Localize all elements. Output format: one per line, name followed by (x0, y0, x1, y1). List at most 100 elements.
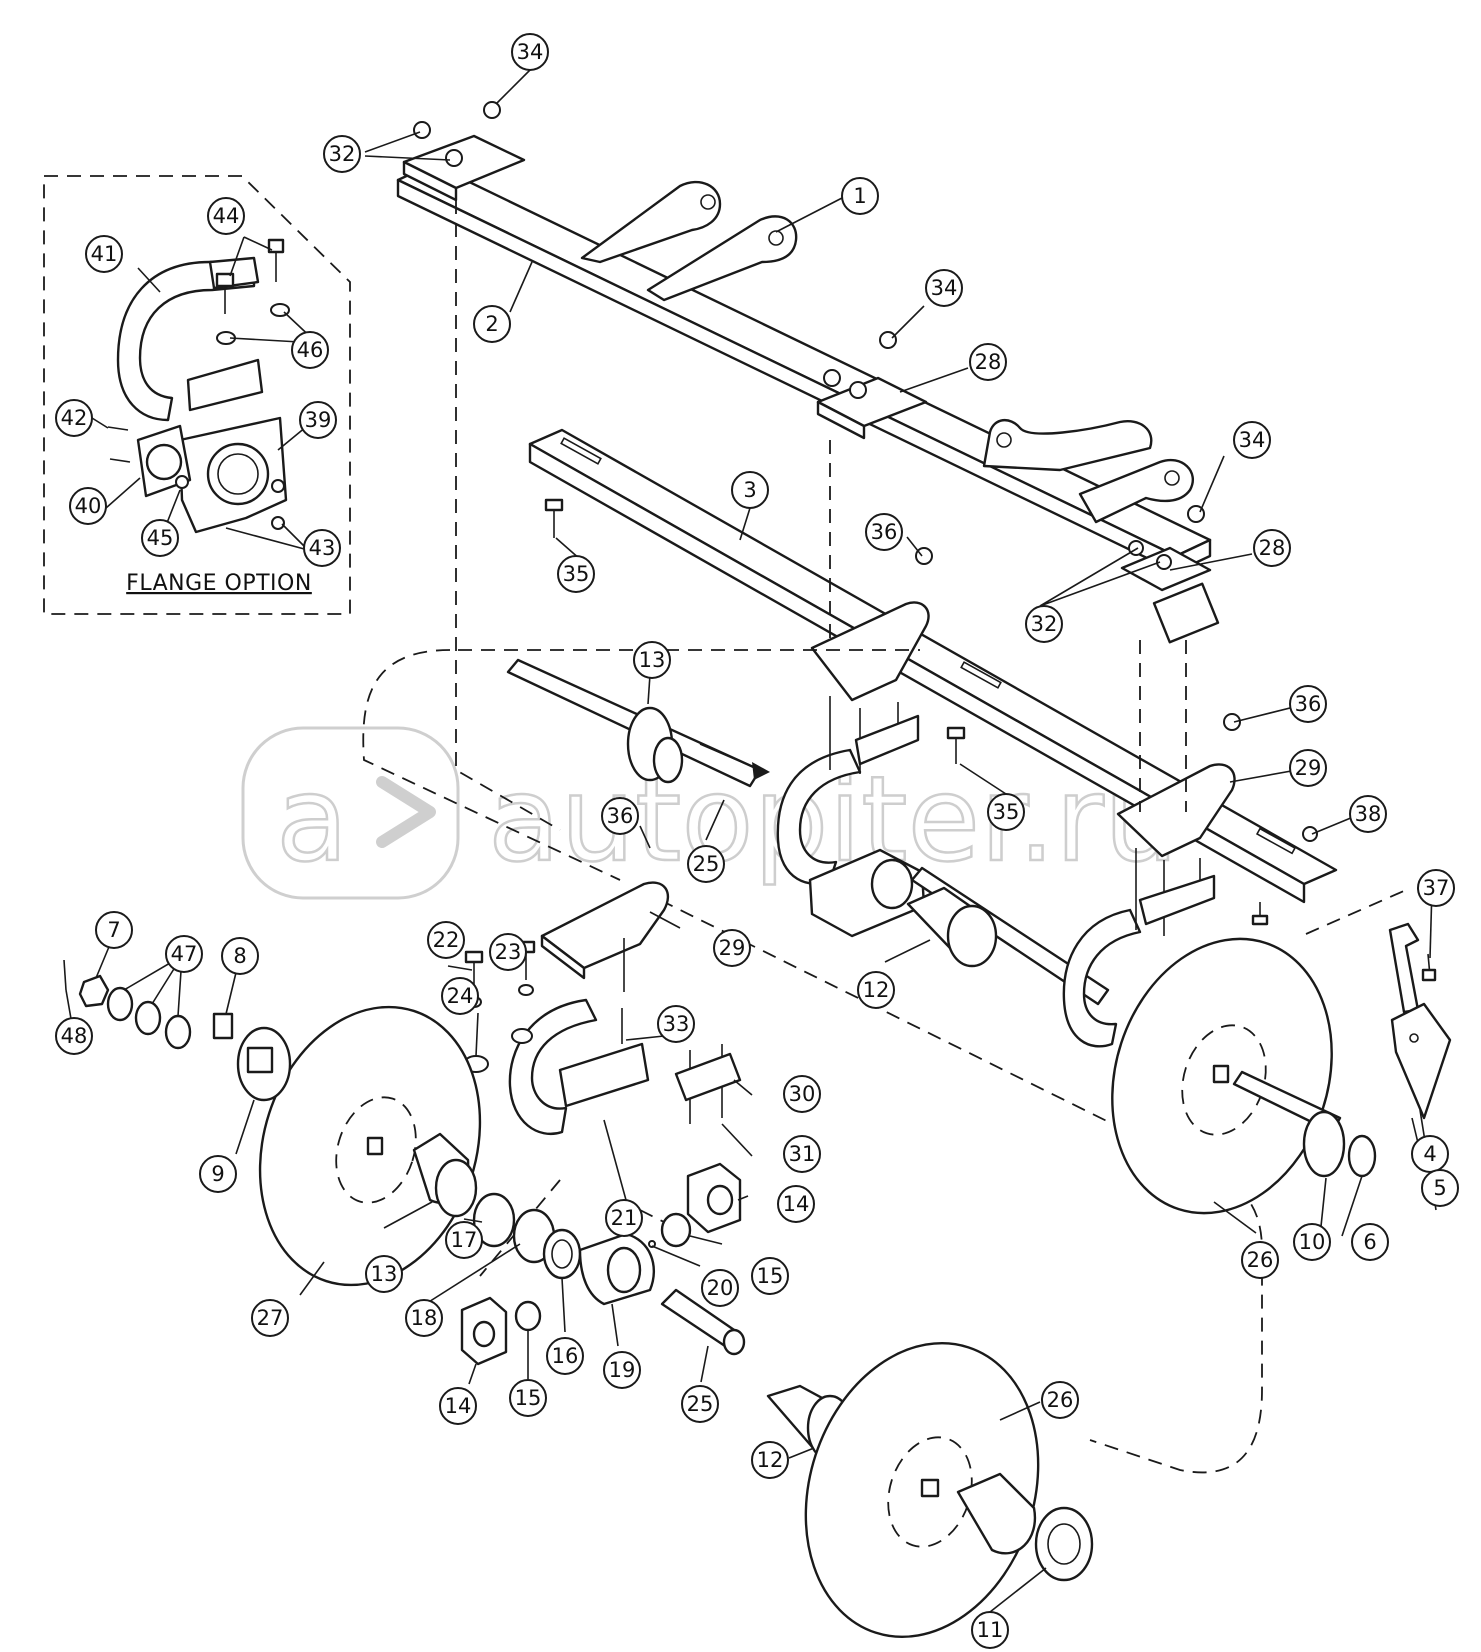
callout-27: 27 (251, 1299, 289, 1337)
callout-32-top: 32 (323, 135, 361, 173)
upper-shaft-assembly (506, 658, 1110, 1006)
callout-21: 21 (605, 1199, 643, 1237)
callout-43: 43 (303, 529, 341, 567)
svg-text:20: 20 (707, 1276, 734, 1300)
svg-text:34: 34 (1239, 428, 1266, 452)
right-disc-assembly (1062, 848, 1377, 1215)
svg-text:24: 24 (447, 984, 474, 1008)
svg-text:39: 39 (305, 408, 332, 432)
u-bolt-clamp-right (1062, 908, 1142, 1048)
bearing-16 (542, 1228, 582, 1280)
svg-text:11: 11 (977, 1618, 1004, 1642)
scraper-arm (1388, 922, 1420, 1014)
svg-text:29: 29 (1295, 756, 1322, 780)
callout-33: 33 (657, 1005, 695, 1043)
svg-text:30: 30 (789, 1082, 816, 1106)
svg-text:19: 19 (609, 1358, 636, 1382)
callout-22: 22 (427, 921, 465, 959)
callout-20: 20 (701, 1269, 739, 1307)
flange-option-label: FLANGE OPTION (126, 571, 312, 596)
callout-9: 9 (199, 1155, 237, 1193)
svg-text:12: 12 (757, 1448, 784, 1472)
callout-25-upper: 25 (687, 845, 725, 883)
svg-text:26: 26 (1247, 1248, 1274, 1272)
callout-17: 17 (445, 1221, 483, 1259)
callout-48: 48 (55, 1017, 93, 1055)
svg-text:13: 13 (639, 648, 666, 672)
svg-text:1: 1 (853, 184, 866, 208)
callout-5: 5 (1421, 1169, 1459, 1207)
svg-text:3: 3 (743, 478, 756, 502)
scraper-assembly (1388, 922, 1452, 1120)
callout-8: 8 (221, 937, 259, 975)
callout-15-upper: 15 (751, 1257, 789, 1295)
callout-19: 19 (603, 1351, 641, 1389)
callout-16: 16 (546, 1337, 584, 1375)
svg-text:36: 36 (1295, 692, 1322, 716)
callout-36-upper: 36 (865, 513, 903, 551)
callout-13-upper: 13 (633, 641, 671, 679)
svg-text:18: 18 (411, 1306, 438, 1330)
svg-text:2: 2 (485, 312, 498, 336)
callout-28-middle: 28 (969, 343, 1007, 381)
svg-text:10: 10 (1299, 1230, 1326, 1254)
callout-35-right: 35 (987, 793, 1025, 831)
callout-3: 3 (731, 471, 769, 509)
bracket-29-upper (810, 601, 930, 702)
callout-34-right: 34 (1233, 421, 1271, 459)
callout-29-lower: 29 (713, 929, 751, 967)
callout-41: 41 (85, 235, 123, 273)
callout-44: 44 (207, 197, 245, 235)
callout-26-bottom: 26 (1041, 1381, 1079, 1419)
callout-10: 10 (1293, 1223, 1331, 1261)
callout-38: 38 (1349, 795, 1387, 833)
svg-text:46: 46 (297, 338, 324, 362)
callout-15-lower: 15 (509, 1379, 547, 1417)
svg-text:34: 34 (517, 40, 544, 64)
hitch-arm-left (580, 180, 722, 264)
callout-37: 37 (1417, 869, 1455, 907)
svg-text:35: 35 (563, 562, 590, 586)
bushing-15-upper (660, 1212, 692, 1248)
callout-34-top: 34 (511, 33, 549, 71)
callout-12-lower: 12 (751, 1441, 789, 1479)
svg-text:29: 29 (719, 936, 746, 960)
svg-text:12: 12 (863, 978, 890, 1002)
svg-text:15: 15 (757, 1264, 784, 1288)
svg-text:48: 48 (61, 1024, 88, 1048)
square-washer-8 (212, 1012, 234, 1040)
svg-text:38: 38 (1355, 802, 1382, 826)
callout-40: 40 (69, 487, 107, 525)
bracket-29-lower (540, 881, 670, 970)
callout-14-lower: 14 (439, 1387, 477, 1425)
svg-text:7: 7 (107, 918, 120, 942)
clamp-plate-30 (674, 1052, 742, 1102)
callouts: 34 32 1 2 34 28 34 28 32 3 36 35 44 41 4… (55, 33, 1459, 1649)
svg-text:44: 44 (213, 204, 240, 228)
washer-47a (106, 986, 134, 1022)
svg-text:a: a (276, 750, 348, 888)
end-cap-6 (1347, 1134, 1377, 1178)
svg-text:42: 42 (61, 406, 88, 430)
svg-text:22: 22 (433, 928, 460, 952)
bottom-disc-assembly (766, 1342, 1094, 1638)
callout-13-lower: 13 (365, 1255, 403, 1293)
svg-text:34: 34 (931, 276, 958, 300)
callout-26-right: 26 (1241, 1241, 1279, 1279)
svg-text:28: 28 (1259, 536, 1286, 560)
main-frame-beam (396, 101, 1220, 644)
callout-46: 46 (291, 331, 329, 369)
svg-text:28: 28 (975, 350, 1002, 374)
svg-text:13: 13 (371, 1262, 398, 1286)
svg-text:27: 27 (257, 1306, 284, 1330)
callout-1: 1 (841, 177, 879, 215)
scraper-blade (1390, 1002, 1452, 1120)
callout-36-lower: 36 (601, 797, 639, 835)
callout-25-lower: 25 (681, 1385, 719, 1423)
svg-text:33: 33 (663, 1012, 690, 1036)
spool-10 (1302, 1110, 1346, 1178)
left-disc-assembly (63, 959, 746, 1356)
flange-u-strap (116, 260, 256, 422)
callout-31: 31 (783, 1135, 821, 1173)
